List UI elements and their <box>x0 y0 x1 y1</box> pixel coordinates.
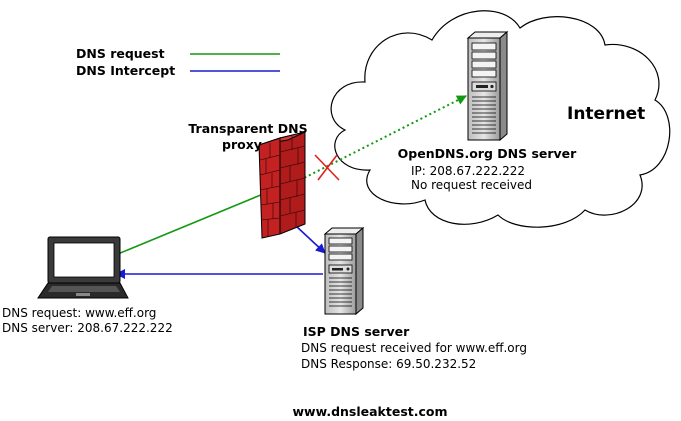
blocked-x-icon <box>314 154 340 181</box>
cloud-label: Internet <box>567 104 645 124</box>
intercept-line-proxy-to-isp <box>295 225 326 254</box>
firewall-icon <box>258 131 306 239</box>
laptop-request: DNS request: www.eff.org <box>2 306 156 320</box>
legend-request-label: DNS request <box>76 46 165 61</box>
footer-site: www.dnsleaktest.com <box>292 404 447 419</box>
opendns-title: OpenDNS.org DNS server <box>398 146 577 161</box>
server-icon-opendns <box>466 30 509 142</box>
isp-response: DNS Response: 69.50.232.52 <box>301 357 476 371</box>
legend: DNS request DNS Intercept <box>76 46 280 78</box>
server-icon-isp <box>323 226 365 316</box>
opendns-ip: IP: 208.67.222.222 <box>411 164 525 178</box>
isp-received: DNS request received for www.eff.org <box>301 341 527 355</box>
legend-intercept-label: DNS Intercept <box>76 63 175 78</box>
laptop-server: DNS server: 208.67.222.222 <box>2 321 173 335</box>
proxy-label-line1: Transparent DNS <box>188 121 307 136</box>
request-line-laptop-to-proxy <box>112 191 269 257</box>
proxy-label-line2: proxy <box>222 137 262 152</box>
isp-title: ISP DNS server <box>303 324 410 339</box>
opendns-status: No request received <box>411 178 532 192</box>
laptop-icon <box>37 236 129 299</box>
